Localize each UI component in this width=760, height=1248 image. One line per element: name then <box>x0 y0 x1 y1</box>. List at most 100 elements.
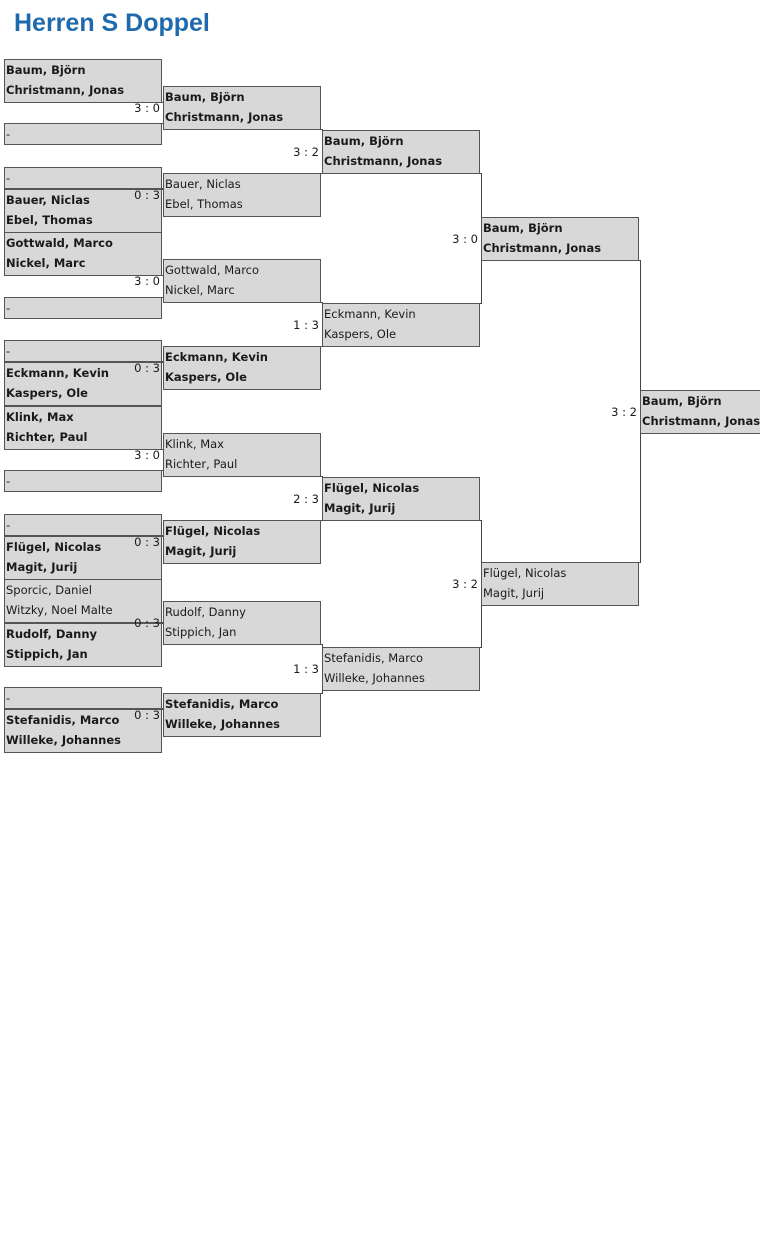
player-name: Baum, Björn <box>324 134 404 148</box>
player-name: Flügel, Nicolas <box>6 540 102 554</box>
player-name: Willeke, Johannes <box>165 717 280 731</box>
player-name: Bauer, Niclas <box>6 193 90 207</box>
player-name: Flügel, Nicolas <box>324 481 420 495</box>
player-name: Klink, Max <box>6 410 74 424</box>
player-name: Stippich, Jan <box>6 647 88 661</box>
match-r1-7[interactable]: - <box>4 340 162 362</box>
player-name: - <box>6 474 11 488</box>
match-score: 1 : 3 <box>293 318 319 332</box>
match-score: 3 : 0 <box>452 232 478 246</box>
player-name: Richter, Paul <box>165 457 238 471</box>
player-name: Witzky, Noel Malte <box>6 603 113 617</box>
match-r1-15[interactable]: - <box>4 687 162 709</box>
page-title: Herren S Doppel <box>14 9 210 37</box>
match-score: 2 : 3 <box>293 492 319 506</box>
player-name: Baum, Björn <box>6 63 86 77</box>
match-score: 3 : 0 <box>134 448 160 462</box>
player-name: Baum, Björn <box>483 221 563 235</box>
bracket-line <box>480 520 482 648</box>
player-name: Magit, Jurij <box>483 586 545 600</box>
match-score: 0 : 3 <box>134 361 160 375</box>
player-name: Stefanidis, Marco <box>324 651 424 665</box>
match-score: 3 : 0 <box>134 274 160 288</box>
player-name: - <box>6 301 11 315</box>
player-name: - <box>6 171 11 185</box>
player-name: Eckmann, Kevin <box>324 307 416 321</box>
match-score: 1 : 3 <box>293 662 319 676</box>
player-name: Stefanidis, Marco <box>165 697 279 711</box>
player-name: Nickel, Marc <box>165 283 235 297</box>
player-name: Baum, Björn <box>165 90 245 104</box>
match-score: 3 : 2 <box>452 577 478 591</box>
match-r1-11[interactable]: - <box>4 514 162 536</box>
player-name: Nickel, Marc <box>6 256 86 270</box>
player-name: Rudolf, Danny <box>165 605 246 619</box>
player-name: Willeke, Johannes <box>324 671 425 685</box>
match-score: 0 : 3 <box>134 535 160 549</box>
player-name: Gottwald, Marco <box>6 236 113 250</box>
match-score: 0 : 3 <box>134 616 160 630</box>
match-score: 0 : 3 <box>134 188 160 202</box>
match-r1-6[interactable]: - <box>4 297 162 319</box>
player-name: Rudolf, Danny <box>6 627 98 641</box>
player-name: Eckmann, Kevin <box>6 366 109 380</box>
player-name: Ebel, Thomas <box>6 213 93 227</box>
player-name: Flügel, Nicolas <box>165 524 261 538</box>
player-name: Flügel, Nicolas <box>483 566 567 580</box>
player-name: Christmann, Jonas <box>483 241 602 255</box>
match-r1-3[interactable]: - <box>4 167 162 189</box>
match-score: 3 : 2 <box>293 145 319 159</box>
match-r1-2[interactable]: - <box>4 123 162 145</box>
player-name: Klink, Max <box>165 437 224 451</box>
player-name: Kaspers, Ole <box>6 386 88 400</box>
player-name: Magit, Jurij <box>165 544 237 558</box>
match-score: 3 : 2 <box>611 405 637 419</box>
player-name: Christmann, Jonas <box>165 110 284 124</box>
player-name: Stefanidis, Marco <box>6 713 120 727</box>
player-name: Bauer, Niclas <box>165 177 241 191</box>
player-name: Stippich, Jan <box>165 625 237 639</box>
player-name: Kaspers, Ole <box>324 327 397 341</box>
player-name: Gottwald, Marco <box>165 263 260 277</box>
player-name: Christmann, Jonas <box>642 414 760 428</box>
player-name: Willeke, Johannes <box>6 733 121 747</box>
match-score: 3 : 0 <box>134 101 160 115</box>
player-name: - <box>6 344 11 358</box>
player-name: - <box>6 691 11 705</box>
player-name: Baum, Björn <box>642 394 722 408</box>
bracket-line <box>480 173 482 304</box>
match-r1-10[interactable]: - <box>4 470 162 492</box>
player-name: Eckmann, Kevin <box>165 350 268 364</box>
player-name: - <box>6 127 11 141</box>
player-name: Christmann, Jonas <box>324 154 443 168</box>
player-name: Sporcic, Daniel <box>6 583 92 597</box>
player-name: Richter, Paul <box>6 430 88 444</box>
bracket-line <box>321 644 323 694</box>
player-name: Ebel, Thomas <box>165 197 243 211</box>
player-name: Kaspers, Ole <box>165 370 247 384</box>
